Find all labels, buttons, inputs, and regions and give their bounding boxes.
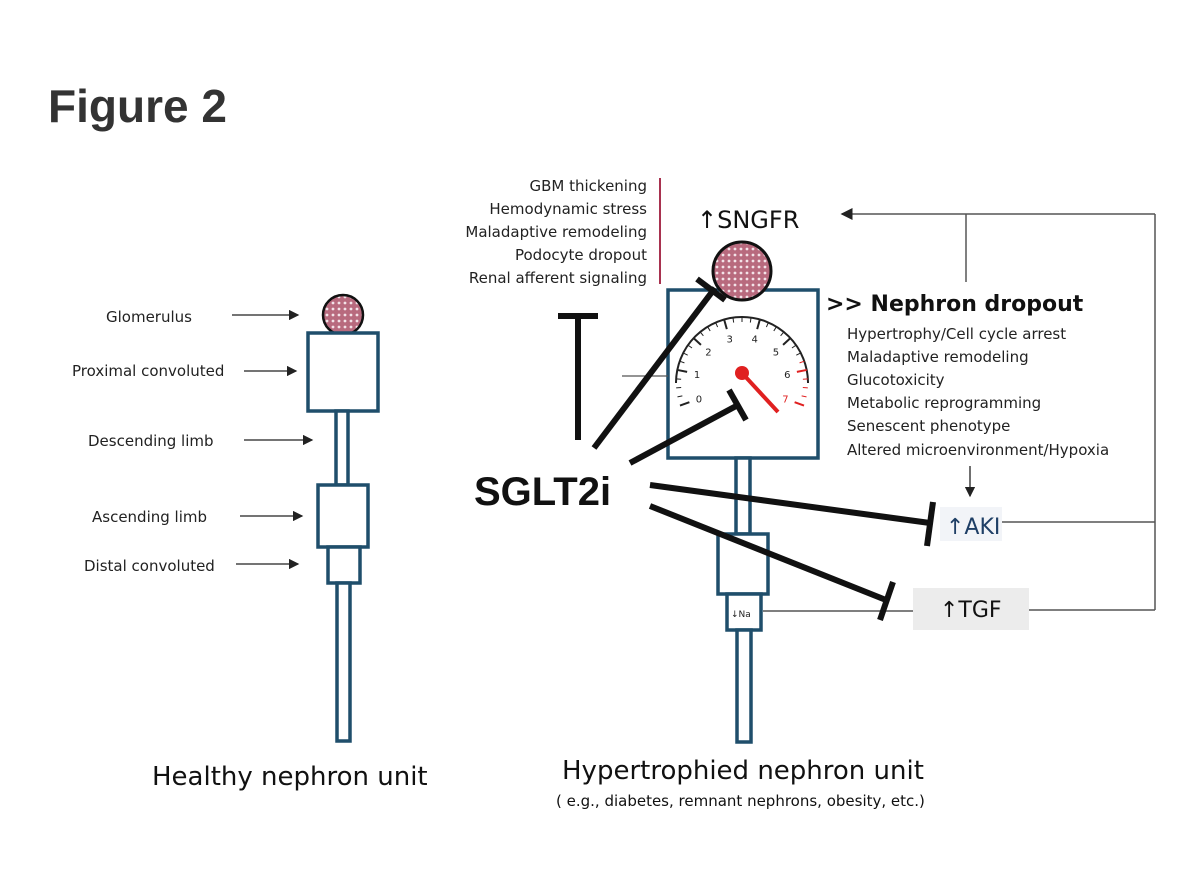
healthy-distal-tubule [326,545,362,585]
gauge-tick [683,352,688,356]
label-glomerulus: Glomerulus [106,308,192,326]
inhibit-line-glomerulus [591,286,718,450]
sglt2i-label: SGLT2i [474,470,611,514]
gauge-tick [794,401,805,407]
healthy-ascending-limb [316,483,370,549]
hypertrophied-caption: Hypertrophied nephron unit [562,756,924,786]
figure-title: Figure 2 [48,80,227,132]
aki-box [940,507,1002,541]
healthy-glomerulus [321,293,365,337]
sngfr-label: ↑SNGFR [697,206,799,234]
change-item: Hemodynamic stress [489,200,647,218]
gauge-tick [756,319,761,330]
gauge-tick [692,337,702,346]
gauge-tick [799,360,805,364]
gauge-tick-label: 0 [696,395,702,406]
na-label: ↓Na [731,610,751,620]
gauge-tick [732,317,735,323]
gauge-tick [791,344,797,349]
gauge-tick [780,331,785,337]
gauge-tick [715,322,719,328]
gauge-tick [773,326,777,332]
gauge-tick [765,322,769,328]
change-item: Maladaptive remodeling [465,223,647,241]
change-item: Podocyte dropout [515,246,647,264]
change-item: Renal afferent signaling [469,269,647,287]
gauge-tick [801,395,807,398]
inhibit-line-aki [649,482,931,526]
healthy-labels: Glomerulus Proximal convoluted Descendin… [72,308,314,575]
glomerular-changes-list: GBM thickening Hemodynamic stress Malada… [465,177,661,287]
aki-label: ↑AKI [946,515,1000,540]
dropout-item: Altered microenvironment/Hypoxia [847,441,1109,459]
healthy-descending-limb [334,409,350,487]
label-proximal: Proximal convoluted [72,362,224,380]
gauge-tick [677,395,683,398]
inhibit-line-tgf [648,503,888,603]
gauge-tick-group [676,317,808,407]
dropout-item: Glucotoxicity [847,371,945,389]
hyper-distal-tubule [725,592,763,632]
dropout-item: Senescent phenotype [847,417,1010,435]
gauge-tick [796,352,801,356]
gauge-tick [679,401,690,407]
label-descending: Descending limb [88,432,214,450]
gauge-tick-label: 6 [784,370,790,381]
gauge-tick [723,319,728,330]
inhibit-bar-tgf [877,581,896,621]
dropout-item: Metabolic reprogramming [847,394,1041,412]
inhibit-bar-proximal [726,388,749,422]
gauge-tick-label: 4 [751,335,757,346]
pressure-gauge: 0 1 2 3 4 5 6 7 [622,316,809,414]
healthy-caption: Healthy nephron unit [152,762,428,792]
healthy-collecting-duct [335,581,352,743]
inhibit-bar-aki [924,501,936,547]
gauge-tick-label: 1 [694,370,700,381]
gauge-tick-label: 5 [773,348,779,359]
gauge-tick-label: 2 [705,348,711,359]
label-distal: Distal convoluted [84,557,215,575]
gauge-tick [749,317,752,323]
tgf-label: ↑TGF [940,598,1002,623]
inhibition-lines [558,276,936,621]
inhibit-line-proximal [628,402,740,466]
inhibit-bar-glomerulus [695,276,727,303]
dropout-item: Hypertrophy/Cell cycle arrest [847,325,1066,343]
gauge-tick [782,337,792,346]
tgf-box [913,588,1029,630]
dropout-item: Maladaptive remodeling [847,348,1029,366]
hyper-collecting-duct [735,628,753,744]
healthy-nephron [306,293,380,743]
gauge-tick [796,368,807,373]
gauge-tick-labels: 0 1 2 3 4 5 6 7 [694,335,791,406]
gauge-tick [699,331,704,337]
label-ascending: Ascending limb [92,508,207,526]
nephron-dropout-block: >> Nephron dropout Hypertrophy/Cell cycl… [826,292,1109,498]
gauge-hub [735,366,749,380]
gauge-tick [707,326,711,332]
change-item: GBM thickening [529,177,647,195]
gauge-tick-label: 3 [727,335,733,346]
hypertrophied-sub-caption: ( e.g., diabetes, remnant nephrons, obes… [556,792,925,810]
healthy-proximal-tubule [306,331,380,413]
gauge-tick [677,368,688,373]
hyper-glomerulus [711,240,773,302]
gauge-tick [687,344,693,349]
gauge-tick-label: 7 [782,395,788,406]
feedback-loop [763,208,1156,612]
gauge-needle [740,371,780,414]
dropout-title: >> Nephron dropout [826,292,1084,317]
gauge-tick [679,360,685,364]
